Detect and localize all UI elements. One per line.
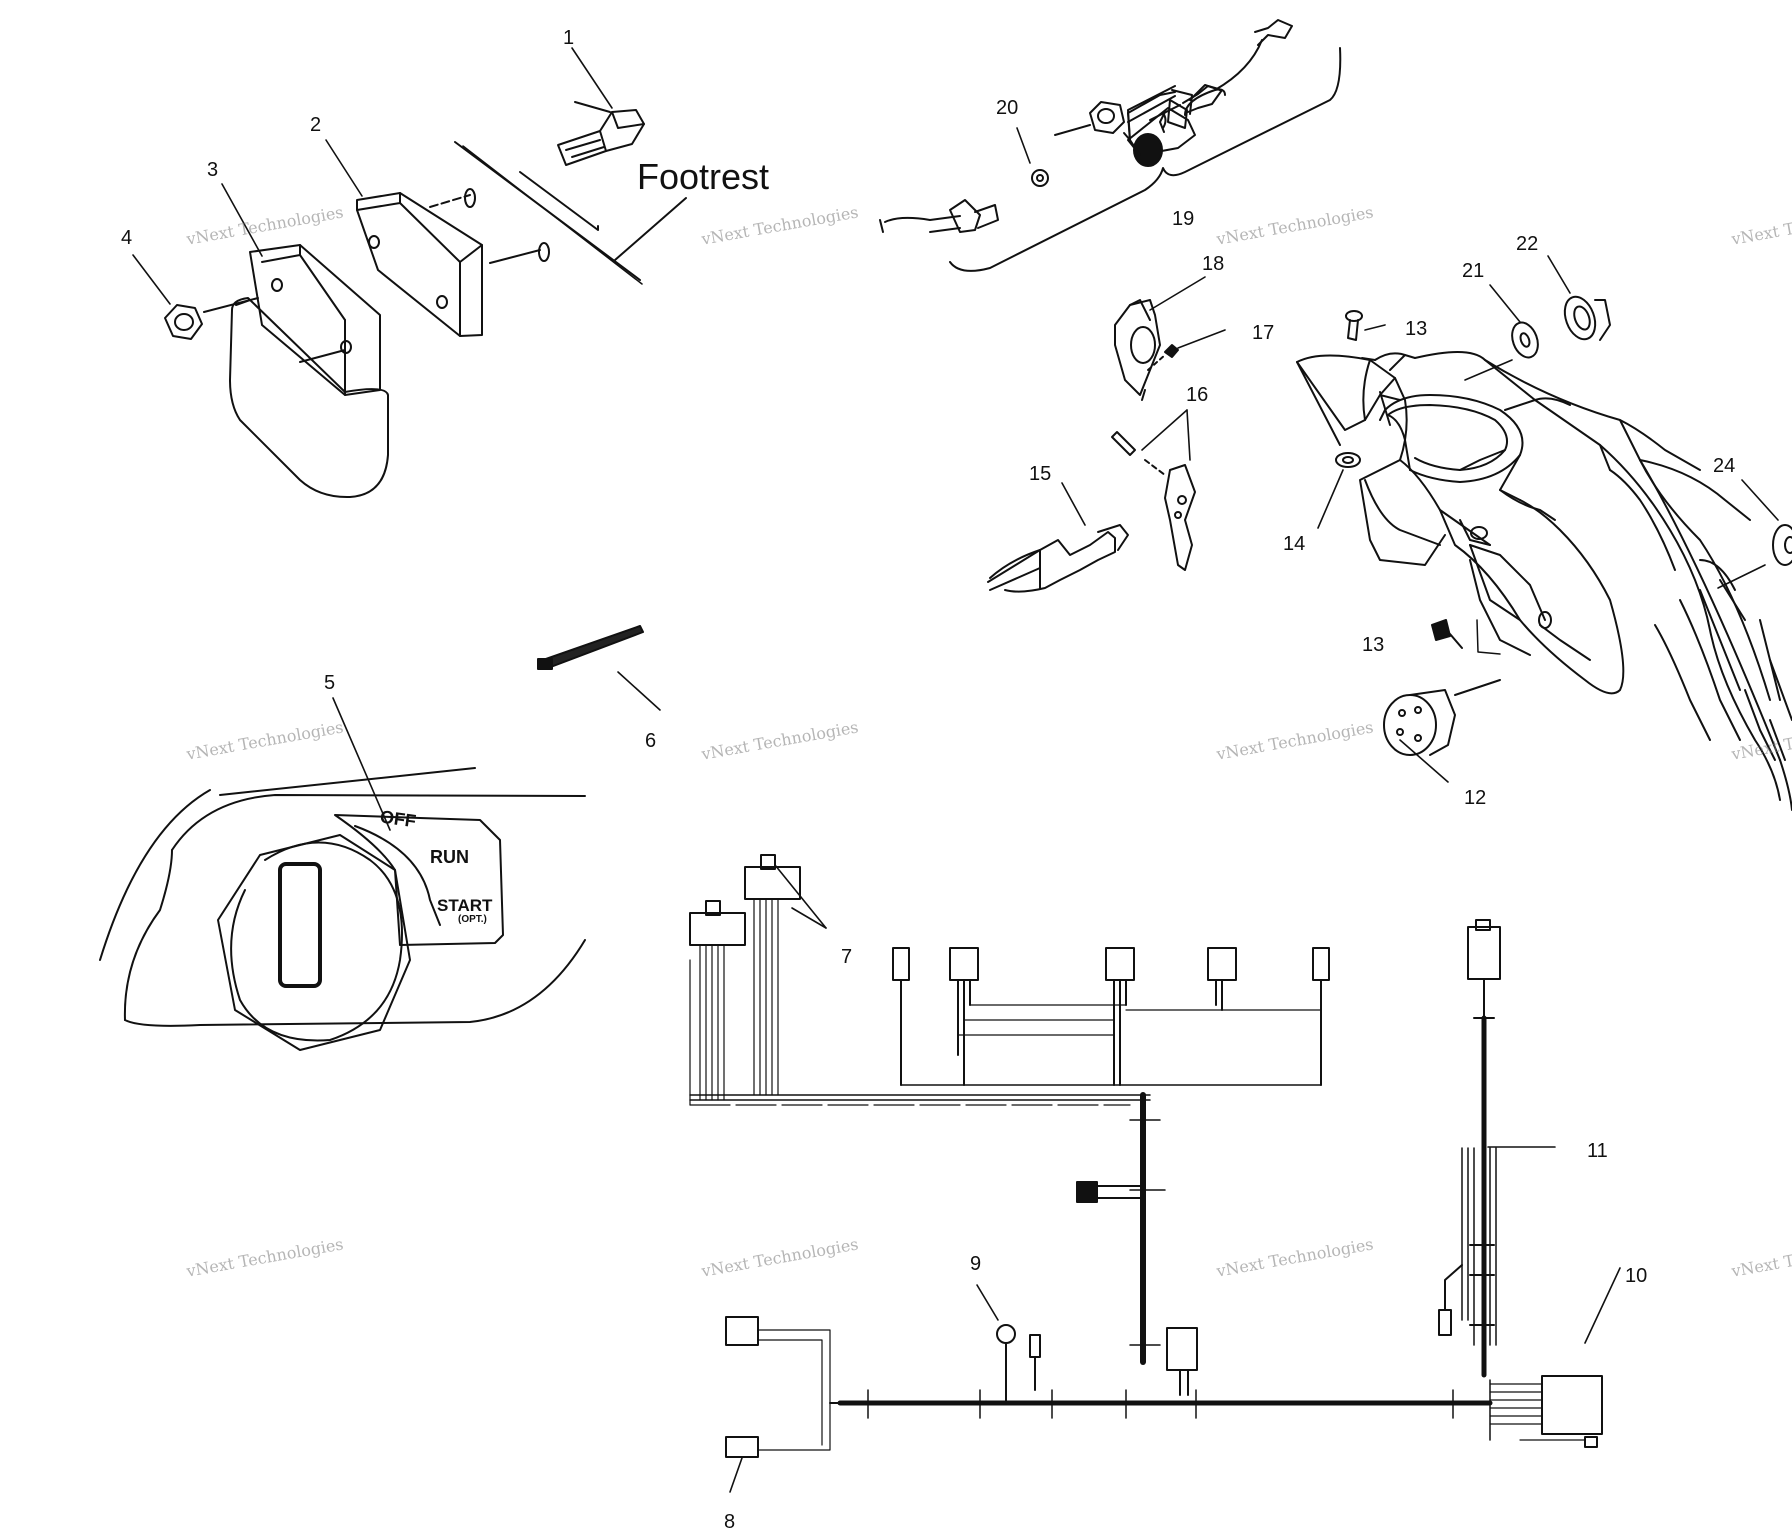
accessory-plug (1383, 679, 1501, 783)
footrest-edge (454, 141, 687, 285)
callout-19: 19 (1172, 208, 1195, 230)
toggle-switch (987, 482, 1129, 593)
wiring-harness (689, 854, 1621, 1458)
switch-position-run: RUN (430, 847, 469, 867)
bolt-part (557, 101, 645, 166)
callout-12: 12 (1464, 787, 1487, 809)
callout-11: 11 (1587, 1140, 1608, 1162)
callout-10: 10 (1625, 1265, 1648, 1287)
leader-lines-top-left (132, 47, 661, 831)
tie-strap-part (537, 625, 644, 670)
washer-20 (1016, 127, 1031, 164)
handlebar-pod-housing (1296, 350, 1792, 811)
callout-4: 4 (121, 227, 133, 249)
leader-lines-harness (729, 1284, 999, 1493)
callout-14: 14 (1283, 533, 1306, 555)
callout-7: 7 (841, 946, 853, 968)
washer-21 (1464, 284, 1539, 381)
callout-20: 20 (996, 97, 1019, 119)
footrest-pad-outer (356, 188, 550, 337)
callout-9: 9 (970, 1253, 982, 1275)
callout-5: 5 (324, 672, 336, 694)
switch-position-start-note: (OPT.) (458, 914, 487, 925)
bracket-19 (949, 47, 1342, 272)
switch-position-start: START (437, 896, 493, 915)
callout-13-lower: 13 (1362, 634, 1385, 656)
callout-15: 15 (1029, 463, 1052, 485)
switch-position-off: OFF (378, 806, 418, 832)
callout-17: 17 (1252, 322, 1275, 344)
mount-bracket (1114, 276, 1206, 401)
callout-16: 16 (1186, 384, 1209, 406)
footrest-pad-inner (229, 244, 389, 499)
callout-6: 6 (645, 730, 657, 752)
callout-13-upper: 13 (1405, 318, 1428, 340)
washer-14 (1317, 452, 1361, 529)
callout-1: 1 (563, 27, 575, 49)
callout-21: 21 (1462, 260, 1485, 282)
callout-8: 8 (724, 1511, 736, 1533)
callout-22: 22 (1516, 233, 1539, 255)
grommet-22 (1547, 255, 1611, 341)
callout-24: 24 (1713, 455, 1736, 477)
key-switch-panel (99, 767, 586, 1051)
connector-row (892, 947, 1330, 1086)
callout-18: 18 (1202, 253, 1225, 275)
nut-part (164, 297, 259, 340)
grommet-24 (1717, 479, 1792, 589)
screw-13-lower (1431, 619, 1463, 649)
callout-2: 2 (310, 114, 322, 136)
callout-3: 3 (207, 159, 219, 181)
footrest-label: Footrest (637, 156, 770, 197)
small-screw (1147, 329, 1226, 371)
screw-13-upper (1345, 310, 1386, 341)
sensor-assembly (879, 19, 1293, 233)
pin-and-lever (1111, 409, 1196, 571)
